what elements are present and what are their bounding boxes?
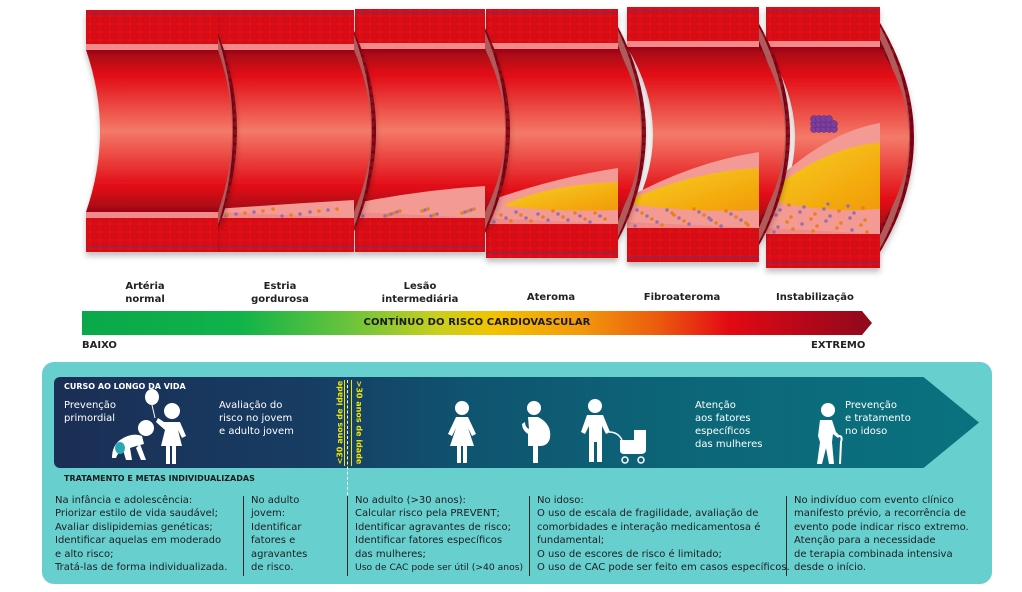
- artery-segment-intermediate: [355, 9, 510, 252]
- age-over-30-tag: >30 anos de idade: [354, 380, 364, 465]
- stage-label-intermediate: Lesão intermediária: [381, 281, 459, 305]
- risk-continuum-title: CONTÍNUO DO RISCO CARDIOVASCULAR: [363, 317, 591, 328]
- age-under-30-tag: <30 anos de idade: [335, 380, 345, 465]
- primordial-prevention-text: Prevenção primordial: [64, 400, 117, 424]
- stage-label-fibroatheroma: Fibroateroma: [643, 292, 721, 303]
- lipid-core: [627, 168, 759, 211]
- parent-with-stroller-icon: [581, 399, 646, 464]
- age-marker-line-left: [344, 380, 345, 466]
- crawling-baby-icon: [112, 420, 154, 460]
- artery-segment-fibroatheroma: [627, 7, 790, 262]
- lifecourse-panel: CURSO AO LONGO DA VIDA Prevenção primord…: [42, 362, 992, 584]
- column-divider: [529, 496, 530, 576]
- stage-label-fatty-streak: Estria gordurosa: [251, 281, 309, 305]
- artery-segment-fatty-streak: [218, 10, 376, 252]
- lipid-core: [506, 182, 618, 211]
- artery-segment-normal: [86, 10, 237, 252]
- treatment-column-childhood: Na infância e adolescência: Priorizar es…: [55, 495, 228, 574]
- girl-with-balloon-icon: [145, 389, 186, 464]
- column-divider: [347, 496, 348, 576]
- lifecourse-heading: CURSO AO LONGO DA VIDA: [64, 382, 186, 391]
- women-factors-text: Atenção aos fatores específicos das mulh…: [695, 400, 763, 450]
- treatment-column-adult: No adulto (>30 anos): Calcular risco pel…: [355, 495, 524, 574]
- woman-icon: [448, 401, 476, 463]
- risk-extreme-label: EXTREMO: [811, 340, 866, 351]
- pregnant-woman-icon: [522, 401, 551, 463]
- column-divider: [786, 496, 787, 576]
- treatment-column-elderly: No idoso: O uso de escala de fragilidade…: [537, 495, 790, 574]
- treatment-heading: TRATAMENTO E METAS INDIVIDUALIZADAS: [64, 474, 255, 483]
- treatment-column-prior-event: No indivíduo com evento clínico manifest…: [794, 495, 969, 574]
- elderly-prevention-text: Prevenção e tratamento no idoso: [845, 400, 911, 437]
- treatment-column-young-adult: No adulto jovem: Identificar fatores e a…: [251, 495, 308, 574]
- age-marker-line-right: [351, 380, 352, 466]
- elderly-with-cane-icon: [817, 403, 843, 465]
- lipid-core: [766, 142, 880, 211]
- young-risk-assessment-text: Avaliação do risco no jovem e adulto jov…: [219, 400, 294, 437]
- stage-label-atheroma: Ateroma: [526, 292, 576, 303]
- thrombus: [810, 115, 838, 133]
- stage-label-normal: Artéria normal: [125, 281, 165, 305]
- column-divider: [243, 496, 244, 576]
- age-30-divider: [347, 380, 348, 495]
- risk-low-label: BAIXO: [82, 340, 117, 351]
- artery-segment-instability: [766, 7, 914, 268]
- risk-continuum-bar: CONTÍNUO DO RISCO CARDIOVASCULAR: [82, 311, 872, 335]
- stage-label-instability: Instabilização: [776, 292, 854, 303]
- artery-progression-illustration: [86, 7, 914, 268]
- artery-segment-atheroma: [486, 9, 646, 258]
